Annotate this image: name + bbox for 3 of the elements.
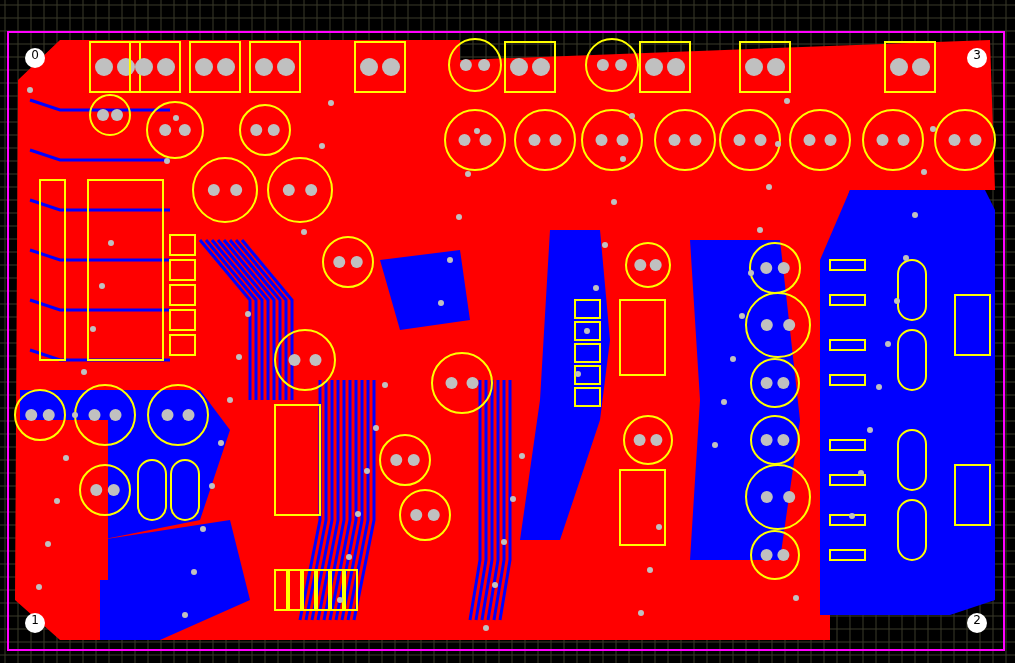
corner-number: 0 [25,48,45,68]
corner-number: 2 [967,613,987,633]
corner-number: 1 [25,613,45,633]
